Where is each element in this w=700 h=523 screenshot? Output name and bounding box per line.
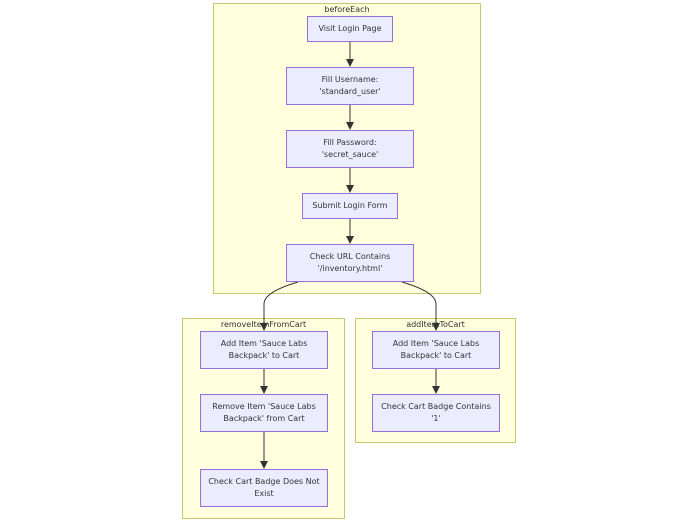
node-label: Add Item 'Sauce Labs Backpack' to Cart <box>392 339 480 360</box>
node-label: Fill Password: 'secret_sauce' <box>321 138 379 159</box>
node-fill-username: Fill Username: 'standard_user' <box>286 67 414 105</box>
node-label: Remove Item 'Sauce Labs Backpack' from C… <box>212 402 316 423</box>
edge-check-url-to-add-cluster <box>401 281 440 331</box>
node-add-cluster-add-item: Add Item 'Sauce Labs Backpack' to Cart <box>372 331 500 369</box>
node-check-url-contains: Check URL Contains '/inventory.html' <box>286 244 414 282</box>
node-label: Check Cart Badge Contains '1' <box>381 402 491 423</box>
node-check-cart-badge-not-exist: Check Cart Badge Does Not Exist <box>200 469 328 507</box>
node-remove-item: Remove Item 'Sauce Labs Backpack' from C… <box>200 394 328 432</box>
node-fill-password: Fill Password: 'secret_sauce' <box>286 130 414 168</box>
node-label: Submit Login Form <box>312 201 388 210</box>
node-visit-login-page: Visit Login Page <box>307 16 393 42</box>
node-label: Add Item 'Sauce Labs Backpack' to Cart <box>220 339 308 360</box>
node-check-cart-badge-contains: Check Cart Badge Contains '1' <box>372 394 500 432</box>
node-label: Check Cart Badge Does Not Exist <box>208 477 320 498</box>
node-submit-login-form: Submit Login Form <box>302 193 398 219</box>
node-label: Check URL Contains '/inventory.html' <box>309 252 391 273</box>
cluster-title-before-each: beforeEach <box>324 5 370 14</box>
node-label: Fill Username: 'standard_user' <box>319 75 381 96</box>
node-label: Visit Login Page <box>318 24 382 33</box>
node-remove-cluster-add-item: Add Item 'Sauce Labs Backpack' to Cart <box>200 331 328 369</box>
edge-check-url-to-remove-cluster <box>260 281 299 331</box>
